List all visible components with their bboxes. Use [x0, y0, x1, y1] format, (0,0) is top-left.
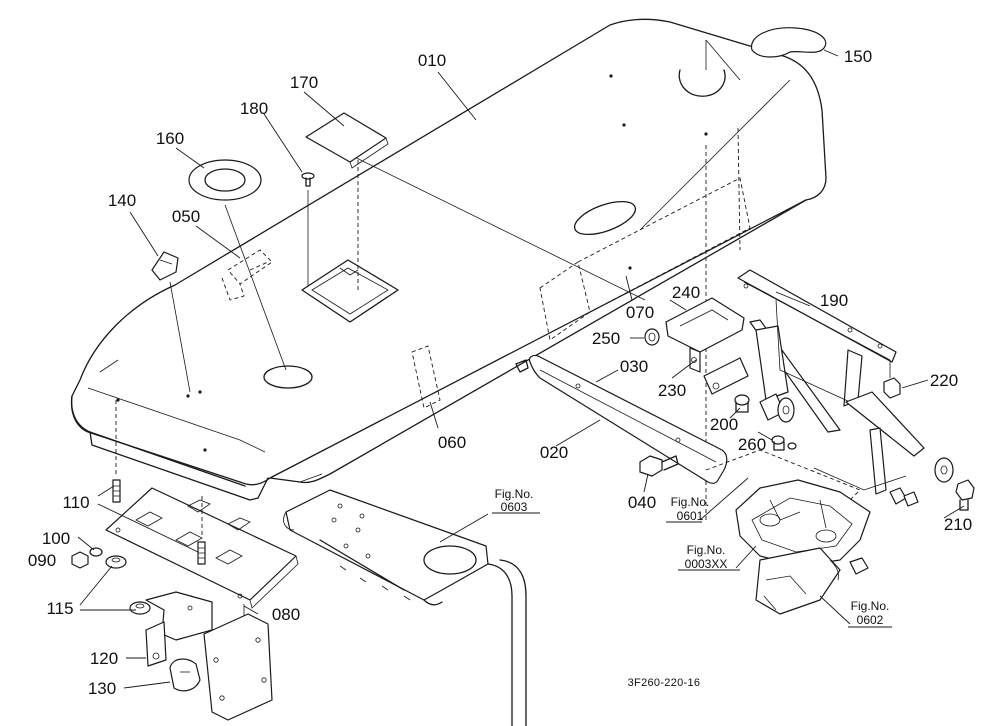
part-label-010: 010 [418, 51, 446, 70]
part-label-110: 110 [62, 493, 89, 512]
leader-lines [77, 49, 965, 689]
part-210-link-shape [889, 457, 975, 511]
part-label-050: 050 [172, 207, 200, 226]
part-110-stud-shape [112, 400, 206, 565]
hood-panel [70, 18, 827, 520]
part-label-260: 260 [738, 435, 766, 454]
part-label-120: 120 [90, 649, 118, 668]
fig-ref-0602-number: 0602 [857, 613, 884, 627]
part-180-pin-shape [301, 172, 315, 286]
fig-ref-0602-caption: Fig.No. [851, 599, 890, 613]
part-240-bracket-shape [665, 297, 749, 395]
part-label-170: 170 [290, 73, 318, 92]
part-number-labels: 010 150 170 180 160 140 050 070 240 190 … [28, 47, 972, 698]
part-label-180: 180 [240, 99, 268, 118]
part-130-knob-shape [169, 658, 201, 692]
fig-ref-0003xx-caption: Fig.No. [687, 543, 726, 557]
part-label-130: 130 [88, 679, 116, 698]
part-label-140: 140 [108, 191, 136, 210]
part-140-handle-shape [151, 251, 191, 393]
part-040-bolt-shape [639, 455, 679, 477]
fig-ref-0601-caption: Fig.No. [671, 495, 710, 509]
part-label-210: 210 [944, 515, 972, 534]
part-020-030-rail-shape [515, 354, 728, 484]
part-label-190: 190 [820, 291, 848, 310]
part-label-030: 030 [620, 357, 648, 376]
part-label-160: 160 [156, 129, 184, 148]
figure-references: Fig.No. 0603 Fig.No. 0601 Fig.No. 0003XX… [495, 487, 890, 627]
part-115-grommet-shape [105, 555, 151, 615]
fig-ref-0603-number: 0603 [501, 500, 528, 514]
part-label-060: 060 [438, 433, 466, 452]
part-label-100: 100 [42, 529, 70, 548]
underframe-0603-shape [283, 489, 527, 726]
part-170-plate-shape [305, 112, 389, 290]
part-label-150: 150 [844, 47, 872, 66]
part-250-bushing-shape [644, 328, 660, 346]
part-label-220: 220 [930, 371, 958, 390]
part-120-latch-shape [145, 591, 213, 667]
part-220-nut-shape [883, 360, 901, 399]
part-label-250: 250 [592, 329, 620, 348]
fig-ref-0603-caption: Fig.No. [495, 487, 534, 501]
part-label-080: 080 [272, 605, 300, 624]
part-label-090: 090 [28, 551, 56, 570]
part-label-230: 230 [658, 381, 686, 400]
part-label-240: 240 [672, 283, 700, 302]
fig-ref-0601-number: 0601 [677, 509, 704, 523]
part-090-nut-shape [71, 551, 89, 569]
chassis-assembly-shape [705, 449, 907, 615]
drawing-code: 3F260-220-16 [628, 677, 701, 689]
part-label-020: 020 [540, 443, 568, 462]
part-label-070: 070 [626, 303, 654, 322]
part-200-bolt-shape [734, 393, 795, 423]
part-label-115: 115 [46, 599, 73, 618]
part-label-040: 040 [628, 493, 656, 512]
part-160-ring-shape [188, 159, 287, 371]
part-label-200: 200 [710, 415, 738, 434]
part-100-washer-shape [89, 547, 103, 557]
part-260-bolt-shape [771, 435, 797, 451]
part-150-cap-shape [751, 27, 827, 58]
fig-ref-0003xx-number: 0003XX [685, 557, 728, 571]
